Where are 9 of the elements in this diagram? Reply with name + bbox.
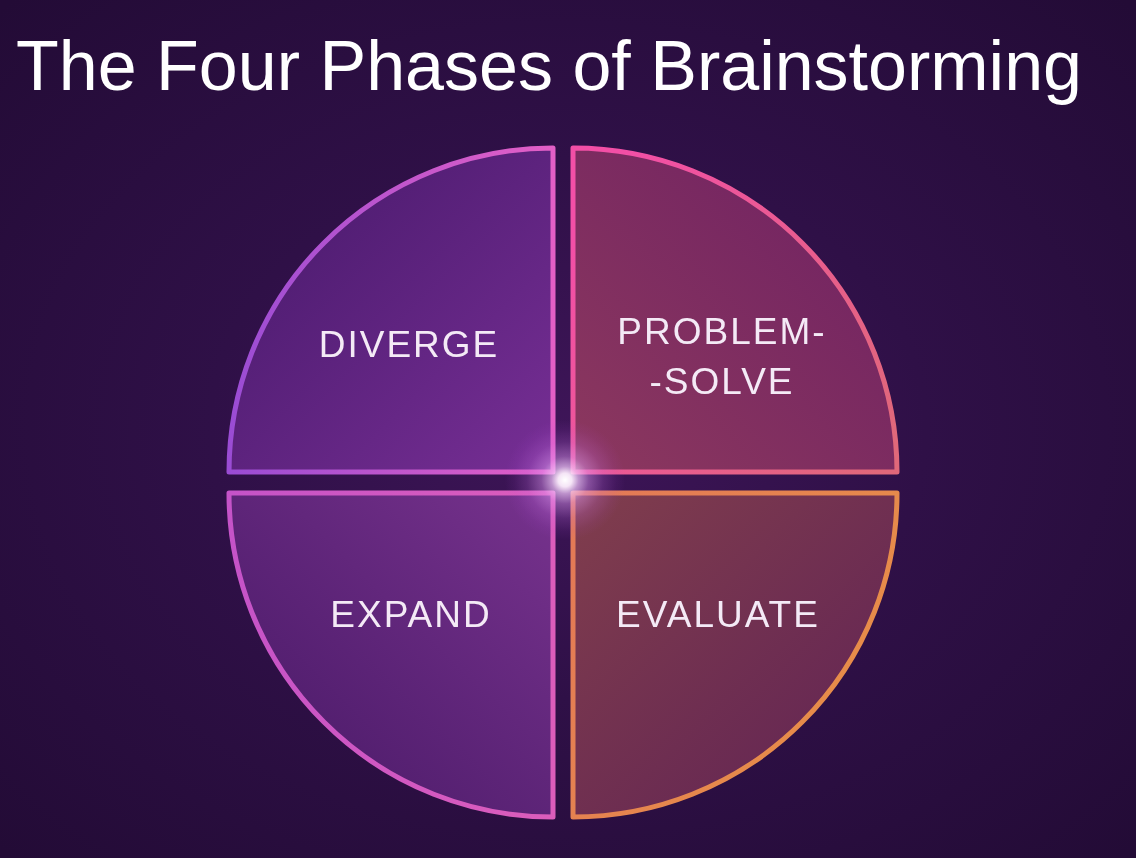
diagram-title: The Four Phases of Brainstorming: [16, 26, 1083, 106]
quadrant-segment: [226, 145, 556, 475]
quadrant-segment: [570, 490, 900, 820]
quadrant-segment: [226, 490, 556, 820]
phase-label: PROBLEM- -SOLVE: [616, 310, 828, 404]
phase-label: EVALUATE: [615, 593, 821, 637]
quadrant-segment: [570, 145, 900, 475]
phase-label: DIVERGE: [317, 323, 501, 367]
phase-label: EXPAND: [329, 593, 493, 637]
